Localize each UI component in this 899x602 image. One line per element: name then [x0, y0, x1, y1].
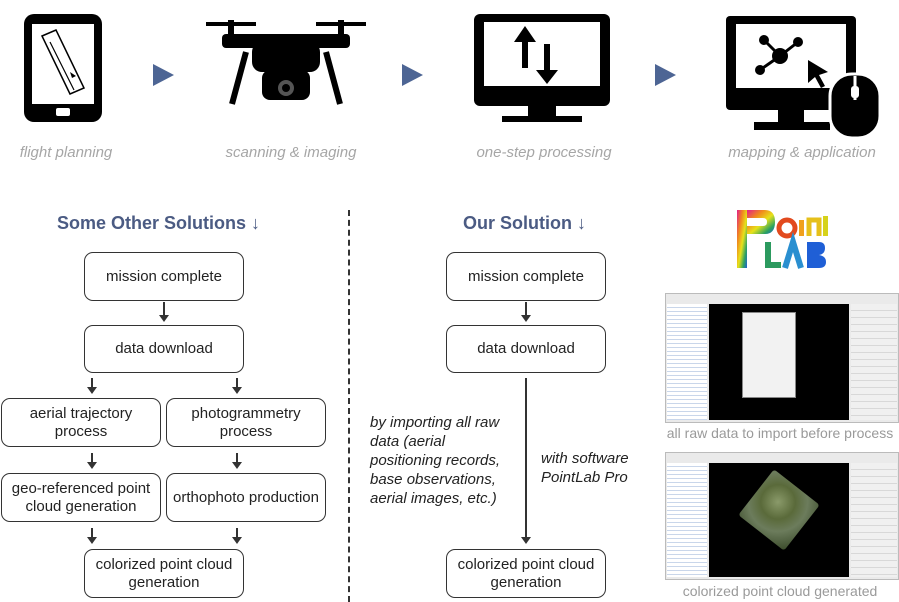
- monitor-transfer-icon: [472, 12, 612, 124]
- other-colorized-point-cloud-box: colorized point cloud generation: [84, 549, 244, 598]
- step-caption-flight-planning: flight planning: [19, 144, 113, 161]
- screenshot-side-panel: [851, 304, 897, 420]
- our-colorized-point-cloud-box: colorized point cloud generation: [446, 549, 606, 598]
- screenshot-file-list: [667, 304, 707, 420]
- pointlab-import-screenshot: [665, 293, 899, 423]
- arrow-down: [232, 378, 242, 394]
- arrow-down: [159, 302, 169, 322]
- screenshot-file-list: [667, 463, 707, 577]
- aerial-trajectory-process-box: aerial trajectory process: [1, 398, 161, 447]
- arrow-down: [87, 378, 97, 394]
- our-mission-complete-box: mission complete: [446, 252, 606, 301]
- our-data-download-box: data download: [446, 325, 606, 373]
- result-screenshot-caption: colorized point cloud generated: [682, 583, 878, 599]
- import-screenshot-caption: all raw data to import before process: [666, 425, 894, 441]
- import-dialog: [742, 312, 796, 398]
- arrow-down-long: [521, 378, 531, 544]
- import-raw-data-note: by importing all raw data (aerial positi…: [370, 414, 501, 507]
- play-triangle-icon: [153, 64, 174, 86]
- section-divider: [348, 210, 350, 602]
- tablet-icon: [22, 12, 104, 124]
- step-caption-mapping-application: mapping & application: [728, 144, 876, 161]
- software-pointlab-note: with software PointLab Pro: [541, 450, 629, 486]
- photogrammetry-process-box: photogrammetry process: [166, 398, 326, 447]
- geo-referenced-point-cloud-box: geo-referenced point cloud generation: [1, 473, 161, 522]
- pointlab-logo: [735, 208, 831, 274]
- arrow-down: [232, 528, 242, 544]
- step-caption-scanning-imaging: scanning & imaging: [225, 144, 357, 161]
- arrow-down: [521, 302, 531, 322]
- monitor-network-mouse-icon: [724, 12, 884, 142]
- play-triangle-icon: [655, 64, 676, 86]
- other-data-download-box: data download: [84, 325, 244, 373]
- other-mission-complete-box: mission complete: [84, 252, 244, 301]
- our-solution-heading: Our Solution ↓: [463, 213, 586, 233]
- orthophoto-production-box: orthophoto production: [166, 473, 326, 522]
- step-caption-one-step-processing: one-step processing: [476, 144, 612, 161]
- arrow-down: [87, 453, 97, 469]
- arrow-down: [232, 453, 242, 469]
- arrow-down: [87, 528, 97, 544]
- drone-icon: [202, 12, 370, 112]
- play-triangle-icon: [402, 64, 423, 86]
- other-solutions-heading: Some Other Solutions ↓: [57, 213, 261, 233]
- screenshot-side-panel: [851, 463, 897, 577]
- pointlab-result-screenshot: [665, 452, 899, 580]
